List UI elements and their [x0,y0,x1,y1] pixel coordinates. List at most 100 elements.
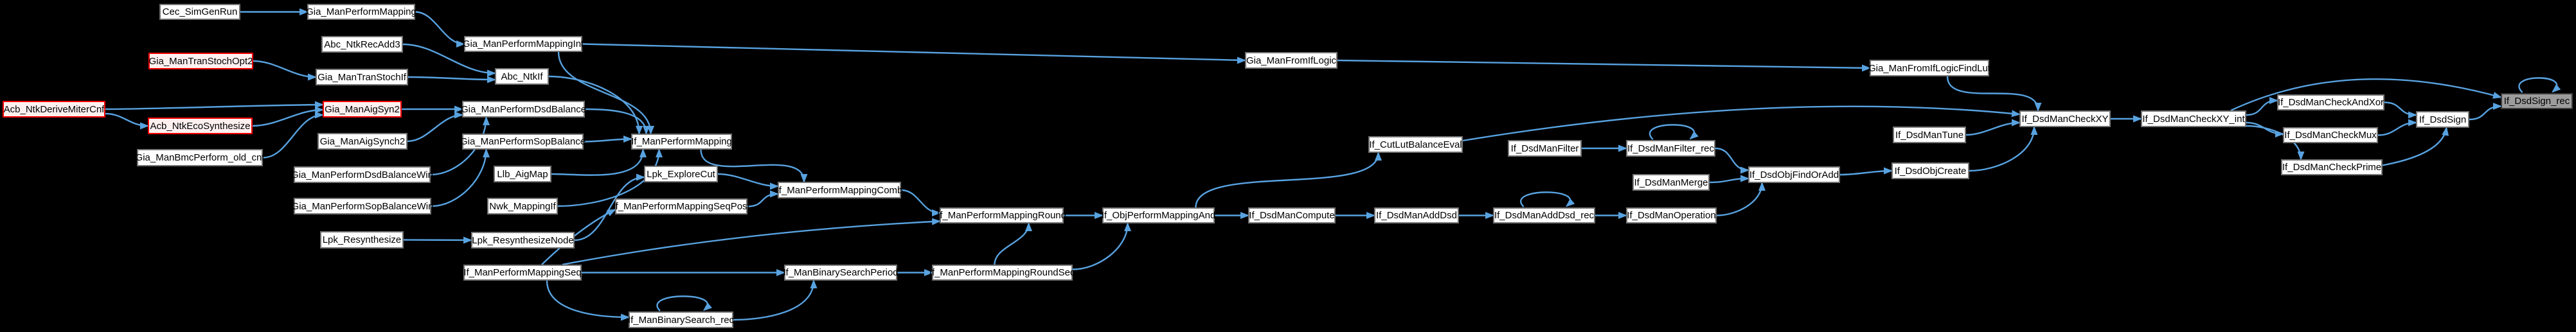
edge-if_manperformmappingroundseq-to-if_objperformmappingand [1072,222,1131,270]
edge-gia_manperformmapping-to-gia_manperformmappingint [415,11,465,48]
edge-if_dsdmantune-to-if_dsdmancheckxy [1965,119,2021,136]
node-abc_ntkrecadd3[interactable]: Abc_NtkRecAdd3 [321,36,403,53]
node-if_dsdmanfilter_rec[interactable]: If_DsdManFilter_rec [1626,140,1715,157]
edge-gia_manperformsopbalance-to-if_manperformmapping [583,135,632,143]
node-if_dsdmancheckxy_int[interactable]: If_DsdManCheckXY_int [2141,110,2246,127]
edge-gia_manaigsynch2-to-gia_manperformdsdbalance [407,111,463,143]
node-gia_manperformmapping[interactable]: Gia_ManPerformMapping [306,4,416,20]
edge-abc_ntkif-to-if_manperformmapping [548,75,643,135]
edge-if_objperformmappingand-to-if_cutlutbalanceeval [1195,152,1382,208]
edge-if_manperformmappingseqpost-to-if_manperformmappingcomb [747,190,779,207]
node-if_dsdmancheckmux[interactable]: If_DsdManCheckMux [2283,127,2378,143]
node-lpk_resynthesize[interactable]: Lpk_Resynthesize [320,231,404,249]
edge-acb_ntkderivemitercnf-to-gia_manaigsyn2 [105,101,324,110]
node-if_dsdobjcreate[interactable]: If_DsdObjCreate [1892,162,1969,179]
node-if_manbinarysearchperiod[interactable]: If_ManBinarySearchPeriod [783,265,899,281]
node-if_dsdmanfilter[interactable]: If_DsdManFilter [1508,140,1582,157]
edge-lpk_explorecut-to-if_manperformmappingcomb [717,173,779,190]
node-if_manperformmappingseqpost[interactable]: If_ManPerformMappingSeqPost [613,198,750,214]
node-gia_manperformdsdbalance[interactable]: Gia_ManPerformDsdBalance [461,101,586,118]
edge-gia_manfromiflogic-to-gia_manfromiflogicfindlut [1337,59,1871,72]
node-gia_manbmcperform_old_cnf[interactable]: Gia_ManBmcPerform_old_cnf [136,149,264,166]
edge-self-loop-if_dsdmanadddsd_rec [1520,191,1575,207]
edge-if_manperformmappingseq-to-if_manperformmappingseqpost [541,209,616,265]
node-gia_manfromiflogicfindlut[interactable]: Gia_ManFromIfLogicFindLut [1868,60,1990,76]
node-if_dsdmanoperation[interactable]: If_DsdManOperation [1626,207,1717,223]
node-if_manperformmapping[interactable]: If_ManPerformMapping [631,134,732,150]
edge-if_dsdobjfindoradd-to-if_dsdobjcreate [1839,167,1893,176]
node-gia_manperformsopbalance[interactable]: Gia_ManPerformSopBalance [460,134,586,150]
edge-nwk_mappingif-to-if_manperformmapping [557,148,663,207]
edge-gia_manperformmappingint-to-if_manperformmapping [557,51,654,135]
edge-if_dsdmancheckprime-to-if_dsdsign [2382,127,2449,166]
edge-gia_manfromiflogicfindlut-to-if_dsdmancheckxy [1946,76,2042,112]
node-nwk_mappingif[interactable]: Nwk_MappingIf [487,198,558,214]
edge-if_manperformmappingseq-to-if_manbinarysearch_rec [546,280,630,321]
edge-lpk_resynthesizenode-to-lpk_explorecut [574,173,645,241]
edge-if_manperformmapping-to-if_manperformmappingcomb [700,149,808,183]
edge-if_dsdmanfilter_rec-to-if_dsdobjfindoradd [1715,147,1749,174]
edge-if_manperformmappingseq-to-if_manperformmappinground [562,218,941,266]
node-gia_manperformmappingint[interactable]: Gia_ManPerformMappingInt [463,36,584,52]
node-if_manbinarysearch_rec[interactable]: If_ManBinarySearch_rec [628,311,734,328]
edge-if_dsdmancheckxy_int-to-if_dsdmancheckandxor [2246,97,2278,116]
node-if_dsdsign[interactable]: If_DsdSign [2416,111,2469,128]
node-gia_manperformdsdbalancewin[interactable]: Gia_ManPerformDsdBalanceWin [291,166,433,183]
edge-if_manperformmappingroundseq-to-if_manperformmappinground [994,222,1032,265]
node-if_manperformmappingroundseq[interactable]: If_ManPerformMappingRoundSeq [929,265,1075,281]
edge-acb_ntkderivemitercnf-to-acb_ntkecosynthesize [105,112,149,130]
edge-self-loop-if_manbinarysearch_rec [656,295,713,311]
node-acb_ntkecosynthesize[interactable]: Acb_NtkEcoSynthesize [148,118,253,134]
node-if_manperformmappingcomb[interactable]: If_ManPerformMappingComb [776,182,902,198]
node-lpk_explorecut[interactable]: Lpk_ExploreCut [644,166,718,182]
edge-self-loop-if_dsdmanfilter_rec [1649,124,1699,140]
edge-abc_ntkrecadd3-to-abc_ntkif [402,43,496,77]
node-if_dsdmanadddsd_rec[interactable]: If_DsdManAddDsd_rec [1493,207,1595,223]
node-if_dsdmancheckxy[interactable]: If_DsdManCheckXY [2019,110,2111,127]
edge-gia_manperformdsdbalance-to-if_manperformmapping [584,108,650,135]
node-gia_mantranstochif[interactable]: Gia_ManTranStochIf [316,69,408,85]
node-if_dsdmancheckprime[interactable]: If_DsdManCheckPrime [2281,159,2383,175]
edge-gia_manperformmappingint-to-gia_manfromiflogic [582,43,1246,64]
node-if_dsdmancheckandxor[interactable]: If_DsdManCheckAndXor [2277,94,2384,110]
node-if_objperformmappingand[interactable]: If_ObjPerformMappingAnd [1102,207,1215,223]
edge-gia_mantranstochopt2-to-gia_mantranstochif [253,60,317,81]
edge-if_dsdmanoperation-to-if_dsdobjfindoradd [1716,182,1766,216]
node-gia_manfromiflogic[interactable]: Gia_ManFromIfLogic [1245,52,1337,69]
edge-gia_mantranstochif-to-abc_ntkif [407,76,496,83]
node-gia_manperformsopbalancewin[interactable]: Gia_ManPerformSopBalanceWin [292,198,433,214]
edge-llb_aigmap-to-if_manperformmapping [551,148,647,176]
node-llb_aigmap[interactable]: Llb_AigMap [494,166,551,182]
edge-if_dsdmancheckxy_int-to-if_dsdsign_rec [2230,78,2502,112]
edge-if_dsdobjcreate-to-if_dsdmancheckxy [1969,126,2038,172]
node-abc_ntkif[interactable]: Abc_NtkIf [495,68,549,85]
edge-if_dsdsign-to-if_dsdsign_rec [2469,103,2502,121]
edge-lpk_resynthesize-to-lpk_resynthesizenode [403,236,472,244]
edge-gia_manperformdsdbalancewin-to-gia_manperformdsdbalance [430,116,490,176]
edge-if_dsdmancheckmux-to-if_dsdsign [2377,119,2417,136]
node-if_dsdmancompute[interactable]: If_DsdManCompute [1248,207,1336,223]
edge-if_manbinarysearch_rec-to-if_manbinarysearchperiod [733,279,818,321]
node-if_dsdmanmerge[interactable]: If_DsdManMerge [1632,174,1710,191]
node-acb_ntkderivemitercnf[interactable]: Acb_NtkDeriveMiterCnf [3,101,105,118]
node-if_dsdsign_rec[interactable]: If_DsdSign_rec [2501,93,2573,109]
node-if_dsdmantune[interactable]: If_DsdManTune [1893,127,1966,143]
node-if_manperformmappingseq[interactable]: If_ManPerformMappingSeq [463,265,582,281]
edge-if_dsdmancheckxy_int-to-if_dsdmancheckprime [2246,125,2305,161]
node-gia_manaigsyn2[interactable]: Gia_ManAigSyn2 [323,101,402,118]
edge-gia_manbmcperform_old_cnf-to-gia_manaigsyn2 [262,111,324,159]
node-if_dsdmanadddsd[interactable]: If_DsdManAddDsd [1374,207,1459,223]
node-lpk_resynthesizenode[interactable]: Lpk_ResynthesizeNode [471,232,575,249]
node-cec_simgenrun[interactable]: Cec_SimGenRun [159,4,240,20]
edge-if_manperformmappingcomb-to-if_manperformmappinground [900,189,941,216]
node-if_manperformmappinground[interactable]: If_ManPerformMappingRound [937,207,1066,223]
node-gia_mantranstochopt2[interactable]: Gia_ManTranStochOpt2 [148,53,253,69]
node-if_dsdobjfindoradd[interactable]: If_DsdObjFindOrAdd [1748,166,1840,183]
node-gia_manaigsynch2[interactable]: Gia_ManAigSynch2 [318,133,407,150]
node-if_cutlutbalanceeval[interactable]: If_CutLutBalanceEval [1368,136,1463,153]
edge-self-loop-if_dsdsign_rec [2518,77,2561,93]
edge-gia_manperformsopbalancewin-to-gia_manperformsopbalance [431,148,490,207]
edge-if_cutlutbalanceeval-to-if_dsdmancheckxy [1462,105,2021,142]
